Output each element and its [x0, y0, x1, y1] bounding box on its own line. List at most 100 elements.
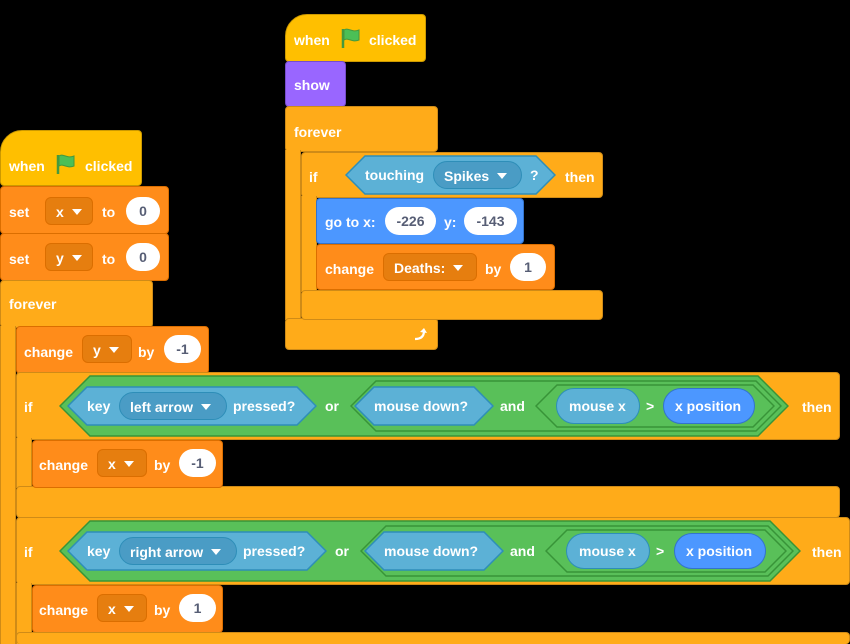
- set-label: set: [9, 251, 30, 267]
- change-x-variable-value: x: [108, 601, 116, 617]
- touching-target-dropdown[interactable]: Spikes: [433, 161, 522, 189]
- then-label: then: [802, 399, 832, 415]
- set-y-variable-dropdown[interactable]: y: [45, 243, 93, 271]
- touching-label: touching: [365, 167, 425, 183]
- go-to-y-input[interactable]: -143: [464, 207, 517, 235]
- loop-arrow-icon: [414, 328, 427, 341]
- change-label: change: [24, 344, 74, 360]
- change-label: change: [39, 457, 89, 473]
- change-x-variable-dropdown[interactable]: x: [97, 594, 147, 622]
- pressed-label: pressed?: [233, 398, 296, 414]
- to-label: to: [102, 251, 116, 267]
- key-left-arrow-dropdown[interactable]: left arrow: [119, 392, 227, 420]
- change-y-variable-value: y: [93, 342, 101, 358]
- change-label: change: [39, 602, 89, 618]
- by-label: by: [138, 344, 155, 360]
- mouse-down-label: mouse down?: [374, 398, 469, 414]
- if-arm: [301, 196, 317, 292]
- greater-than-label: >: [646, 398, 655, 414]
- dropdown-caret-icon: [71, 255, 82, 262]
- set-label: set: [9, 204, 30, 220]
- when-flag-clicked-hat[interactable]: when clicked: [0, 130, 142, 186]
- mouse-down-condition[interactable]: [354, 386, 494, 426]
- set-y-variable-value: y: [56, 250, 64, 266]
- forever-label: forever: [9, 296, 57, 312]
- x-position-label: x position: [675, 398, 742, 414]
- set-x-value-input[interactable]: 0: [126, 197, 160, 225]
- set-x-variable-value: x: [56, 204, 64, 220]
- dropdown-caret-icon: [453, 265, 464, 272]
- dropdown-caret-icon: [71, 209, 82, 216]
- forever-arm: [0, 326, 16, 644]
- or-label: or: [325, 398, 339, 414]
- if-label: if: [24, 399, 33, 415]
- forever-block[interactable]: forever: [285, 106, 438, 152]
- mouse-down-condition[interactable]: [364, 531, 504, 571]
- if-arm: [16, 438, 32, 488]
- change-y-variable-dropdown[interactable]: y: [82, 335, 132, 363]
- key-right-arrow-dropdown[interactable]: right arrow: [119, 537, 237, 565]
- question-mark-label: ?: [530, 167, 539, 183]
- or-label: or: [335, 543, 349, 559]
- when-label: when: [294, 32, 330, 48]
- change-x-variable-dropdown[interactable]: x: [97, 449, 147, 477]
- if-footer: [16, 486, 840, 518]
- dropdown-caret-icon: [201, 404, 212, 411]
- change-deaths-value-input[interactable]: 1: [510, 253, 546, 281]
- if-footer: [301, 290, 603, 320]
- deaths-variable-value: Deaths:: [394, 260, 446, 276]
- dropdown-caret-icon: [108, 347, 119, 354]
- forever-footer: [285, 318, 438, 350]
- and-label: and: [500, 398, 525, 414]
- and-label: and: [510, 543, 535, 559]
- when-flag-clicked-hat[interactable]: when clicked: [285, 14, 426, 62]
- if-label: if: [24, 544, 33, 560]
- key-name-value: right arrow: [130, 544, 204, 560]
- forever-arm: [285, 150, 301, 320]
- go-to-y-label: y:: [444, 214, 457, 230]
- x-position-reporter[interactable]: [663, 388, 755, 424]
- dropdown-caret-icon: [123, 461, 134, 468]
- change-x-value-input[interactable]: -1: [179, 449, 216, 477]
- then-label: then: [565, 169, 595, 185]
- if-label: if: [309, 169, 318, 185]
- key-label: key: [87, 398, 111, 414]
- change-x-value-input[interactable]: 1: [179, 594, 216, 622]
- x-position-label: x position: [686, 543, 753, 559]
- x-position-reporter[interactable]: [674, 533, 766, 569]
- mouse-x-reporter[interactable]: [566, 533, 650, 569]
- clicked-label: clicked: [369, 32, 417, 48]
- change-label: change: [325, 261, 375, 277]
- if-arm: [16, 583, 32, 644]
- set-x-variable-dropdown[interactable]: x: [45, 197, 93, 225]
- mouse-x-reporter[interactable]: [556, 388, 640, 424]
- greater-than-label: >: [656, 543, 665, 559]
- by-label: by: [154, 457, 171, 473]
- green-flag-icon: [56, 154, 75, 174]
- mouse-x-label: mouse x: [569, 398, 626, 414]
- touching-target-value: Spikes: [444, 168, 490, 184]
- set-y-value-input[interactable]: 0: [126, 243, 160, 271]
- dropdown-caret-icon: [497, 173, 508, 180]
- mouse-x-label: mouse x: [579, 543, 636, 559]
- dropdown-caret-icon: [211, 549, 222, 556]
- by-label: by: [154, 602, 171, 618]
- go-to-label: go to x:: [325, 214, 376, 230]
- mouse-down-label: mouse down?: [384, 543, 479, 559]
- pressed-label: pressed?: [243, 543, 306, 559]
- key-name-value: left arrow: [130, 399, 194, 415]
- key-label: key: [87, 543, 111, 559]
- green-flag-icon: [341, 28, 360, 48]
- forever-label: forever: [294, 124, 342, 140]
- change-x-variable-value: x: [108, 456, 116, 472]
- show-block[interactable]: show: [285, 61, 346, 107]
- change-y-value-input[interactable]: -1: [164, 335, 201, 363]
- dropdown-caret-icon: [123, 606, 134, 613]
- show-label: show: [294, 77, 330, 93]
- to-label: to: [102, 204, 116, 220]
- by-label: by: [485, 261, 502, 277]
- forever-block[interactable]: forever: [0, 280, 153, 328]
- deaths-variable-dropdown[interactable]: Deaths:: [383, 253, 477, 281]
- go-to-x-input[interactable]: -226: [385, 207, 436, 235]
- then-label: then: [812, 544, 842, 560]
